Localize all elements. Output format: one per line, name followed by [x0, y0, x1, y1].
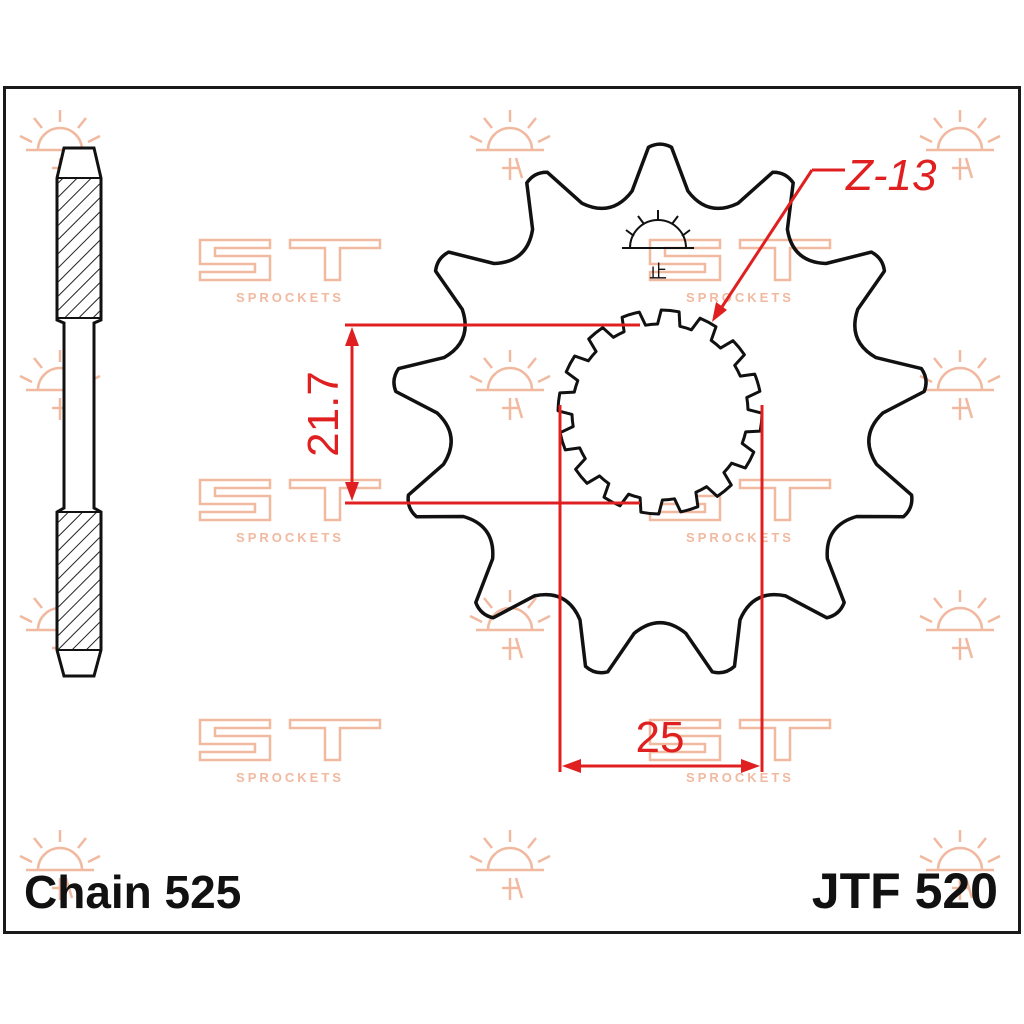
watermark-brand-logo: SPROCKETS [198, 238, 382, 305]
chain-size-label: Chain 525 [24, 866, 241, 918]
watermark-sun-logo [469, 350, 551, 420]
sprocket-outline [392, 142, 928, 675]
watermark-sun-logo [469, 590, 551, 660]
teeth-count-label: Z-13 [845, 151, 937, 200]
watermark-layer: SPROCKETS SPROCKETS SPROCKETS SPROCKETS … [19, 110, 1001, 900]
width-dimension [558, 405, 764, 773]
teeth-leader-line [712, 168, 845, 322]
svg-text:⽌: ⽌ [649, 262, 667, 283]
watermark-brand-logo: SPROCKETS [648, 238, 832, 305]
watermark-sun-logo [19, 830, 101, 900]
spline-bore [556, 308, 764, 516]
part-number-label: JTF 520 [812, 863, 998, 919]
watermark-brand-text: SPROCKETS [686, 530, 794, 545]
watermark-sun-logo [469, 830, 551, 900]
center-logo-mark: ⽌ [622, 210, 694, 283]
watermark-sun-logo [919, 110, 1001, 180]
sprocket-side-view [55, 146, 103, 678]
drawing-frame [3, 86, 1021, 934]
watermark-brand-text: SPROCKETS [686, 290, 794, 305]
height-dimension-label: 21.7 [299, 371, 348, 457]
watermark-sun-logo [469, 110, 551, 180]
watermark-sun-logo [919, 830, 1001, 900]
watermark-brand-logo: SPROCKETS [198, 478, 382, 545]
watermark-brand-logo: SPROCKETS [198, 718, 382, 785]
watermark-brand-text: SPROCKETS [686, 770, 794, 785]
watermark-sun-logo [919, 590, 1001, 660]
watermark-brand-logo: SPROCKETS [648, 718, 832, 785]
height-dimension [345, 323, 640, 505]
watermark-brand-text: SPROCKETS [236, 530, 344, 545]
watermark-brand-text: SPROCKETS [236, 770, 344, 785]
width-dimension-label: 25 [636, 713, 685, 762]
watermark-brand-text: SPROCKETS [236, 290, 344, 305]
watermark-sun-logo [919, 350, 1001, 420]
